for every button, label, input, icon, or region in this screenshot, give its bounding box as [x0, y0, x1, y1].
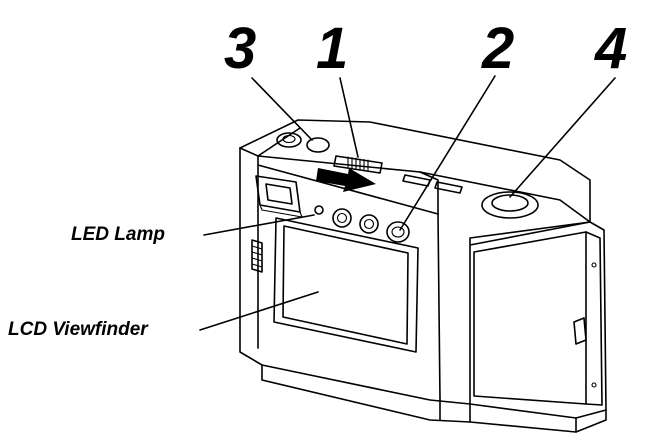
label-lcd-viewfinder: LCD Viewfinder — [8, 319, 149, 340]
leader-line-4 — [509, 77, 616, 198]
leader-line-2 — [399, 75, 496, 231]
leader-line-lcd — [199, 291, 319, 331]
label-led-lamp: LED Lamp — [71, 224, 165, 245]
leader-line-1 — [339, 77, 359, 158]
led-lamp-icon — [314, 205, 324, 215]
leader-line-3 — [251, 77, 313, 141]
leader-line-led — [203, 214, 315, 236]
direction-arrow-icon — [316, 168, 376, 192]
callout-1: 1 — [316, 16, 348, 81]
camera-body — [239, 119, 607, 433]
callout-3: 3 — [224, 16, 256, 81]
callout-2: 2 — [481, 16, 514, 81]
callout-4: 4 — [594, 16, 627, 81]
